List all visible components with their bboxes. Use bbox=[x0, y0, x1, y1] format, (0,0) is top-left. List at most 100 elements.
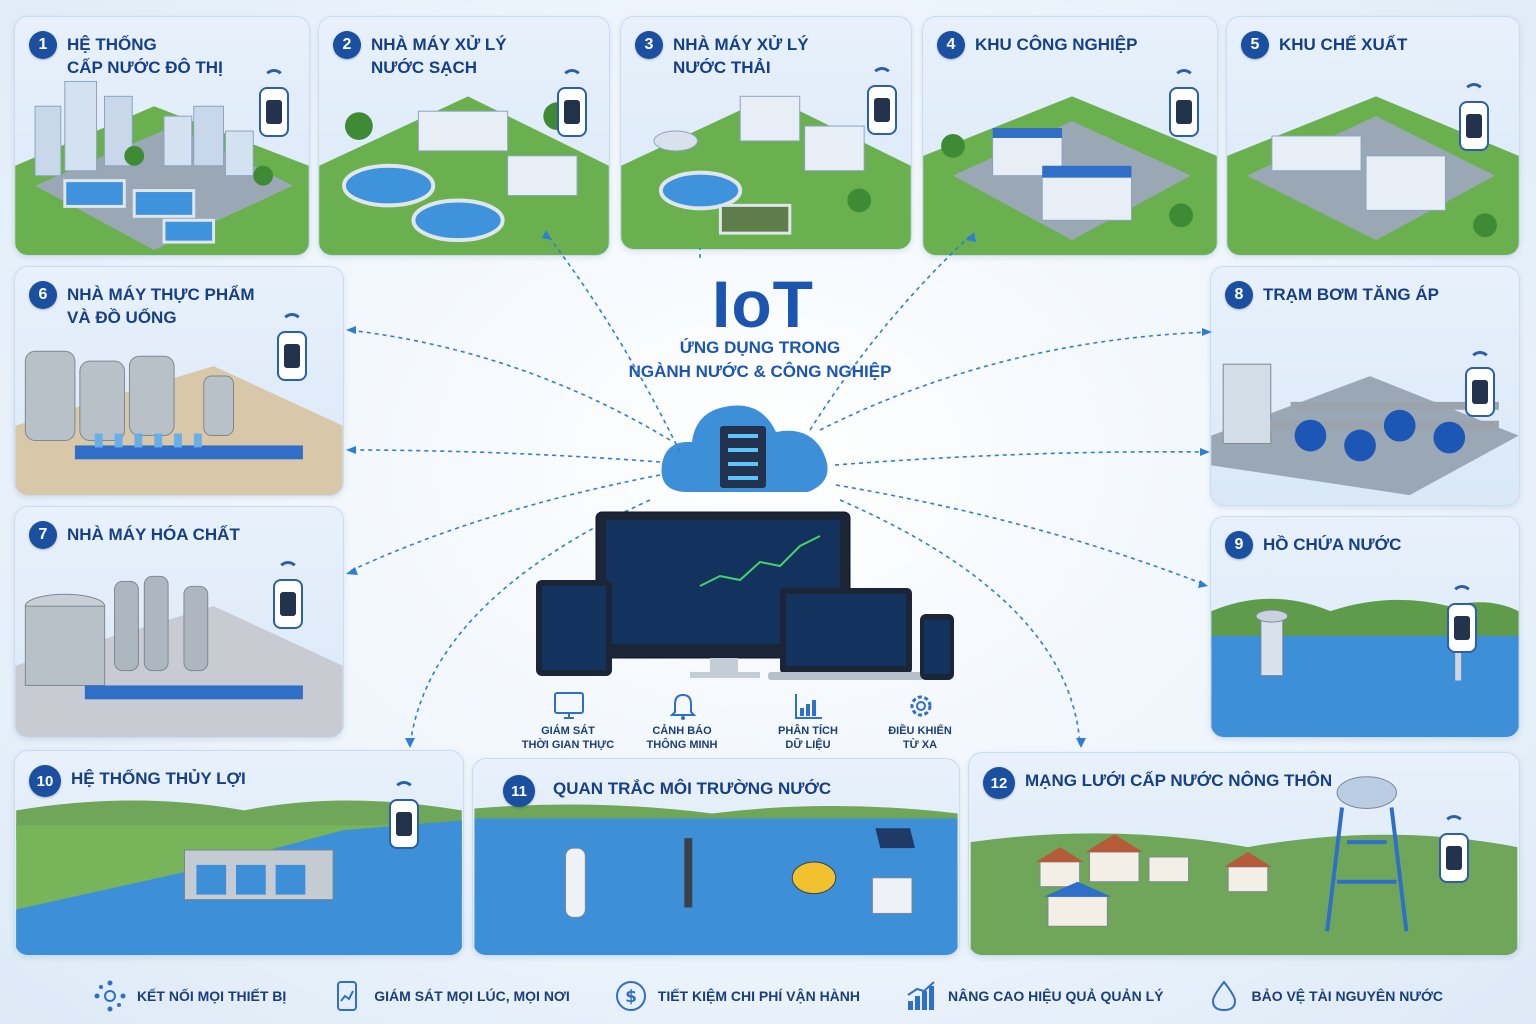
panel-title: TRẠM BƠM TĂNG ÁP bbox=[1263, 285, 1439, 304]
panel-reservoir[interactable]: 9 HỒ CHỨA NƯỚC bbox=[1210, 516, 1520, 738]
rural-network-scene bbox=[970, 776, 1518, 955]
wifi-icon bbox=[1469, 351, 1491, 365]
iot-sensor-icon bbox=[389, 799, 419, 849]
chemical-plant-scene bbox=[15, 575, 343, 737]
growth-chart-icon bbox=[907, 981, 935, 1010]
iot-sensor-icon bbox=[1447, 603, 1477, 653]
panel-water-environment-monitoring[interactable]: 11 QUAN TRẮC MÔI TRƯỜNG NƯỚC bbox=[472, 758, 960, 956]
network-icon bbox=[94, 980, 126, 1012]
benefit-connect-devices: KẾT NỐI MỌI THIẾT BỊ bbox=[93, 979, 286, 1013]
panel-number: 4 bbox=[937, 31, 965, 59]
wifi-icon bbox=[1451, 585, 1473, 599]
panel-title: MẠNG LƯỚI CẤP NƯỚC NÔNG THÔN bbox=[1025, 771, 1333, 790]
iot-sensor-icon bbox=[1459, 101, 1489, 151]
panel-number: 9 bbox=[1225, 531, 1253, 559]
panel-number: 1 bbox=[29, 31, 57, 59]
panel-irrigation-system[interactable]: 10 HỆ THỐNG THỦY LỢI bbox=[14, 750, 464, 956]
svg-text:$: $ bbox=[625, 987, 637, 1007]
panel-title: QUAN TRẮC MÔI TRƯỜNG NƯỚC bbox=[553, 779, 832, 798]
panel-number: 5 bbox=[1241, 31, 1269, 59]
wifi-icon bbox=[871, 67, 893, 81]
benefit-label: NÂNG CAO HIỆU QUẢ QUẢN LÝ bbox=[948, 988, 1164, 1004]
benefit-label: BẢO VỆ TÀI NGUYÊN NƯỚC bbox=[1251, 988, 1444, 1004]
panel-number: 10 bbox=[29, 765, 61, 797]
subtitle-line1: ỨNG DỤNG TRONG bbox=[679, 338, 841, 357]
wifi-icon bbox=[263, 69, 285, 83]
wifi-icon bbox=[281, 313, 303, 327]
panel-number: 11 bbox=[503, 775, 535, 807]
chart-icon bbox=[795, 694, 822, 719]
iot-sensor-icon bbox=[557, 87, 587, 137]
iot-sensor-icon bbox=[1439, 833, 1469, 883]
panel-number: 12 bbox=[983, 767, 1015, 799]
clean-water-plant-scene bbox=[319, 96, 609, 255]
wifi-icon bbox=[1443, 815, 1465, 829]
panel-title: HỆ THỐNG THỦY LỢI bbox=[71, 769, 246, 788]
panel-number: 7 bbox=[29, 521, 57, 549]
wifi-icon bbox=[561, 69, 583, 83]
benefit-label: TIẾT KIỆM CHI PHÍ VẬN HÀNH bbox=[657, 988, 861, 1004]
wifi-icon bbox=[393, 781, 415, 795]
panel-chemical-plant[interactable]: 7 NHÀ MÁY HÓA CHẤT bbox=[14, 506, 344, 738]
benefit-save-costs: $ TIẾT KIỆM CHI PHÍ VẬN HÀNH bbox=[614, 979, 860, 1013]
panel-export-processing-zone[interactable]: 5 KHU CHẾ XUẤT bbox=[1226, 16, 1520, 256]
water-drop-icon bbox=[1212, 980, 1237, 1012]
cloud-server-icon bbox=[661, 405, 828, 492]
panel-number: 6 bbox=[29, 281, 57, 309]
bell-icon bbox=[669, 693, 697, 720]
panel-booster-pump-station[interactable]: 8 TRẠM BƠM TĂNG ÁP bbox=[1210, 266, 1520, 506]
iot-sensor-icon bbox=[259, 87, 289, 137]
subtitle-line2: NGÀNH NƯỚC & CÔNG NGHIỆP bbox=[628, 362, 892, 381]
pump-station-scene bbox=[1211, 363, 1519, 496]
panel-title: KHU CHẾ XUẤT bbox=[1279, 35, 1408, 54]
panel-title: HỒ CHỨA NƯỚC bbox=[1263, 535, 1402, 554]
wifi-icon bbox=[1173, 69, 1195, 83]
panel-title: KHU CÔNG NGHIỆP bbox=[975, 35, 1138, 54]
industrial-zone-scene bbox=[923, 96, 1217, 255]
urban-water-scene bbox=[15, 80, 309, 255]
benefit-management-efficiency: NÂNG CAO HIỆU QUẢ QUẢN LÝ bbox=[904, 979, 1163, 1013]
gear-icon bbox=[910, 695, 932, 717]
iot-sensor-icon bbox=[277, 331, 307, 381]
panel-rural-water-network[interactable]: 12 MẠNG LƯỚI CẤP NƯỚC NÔNG THÔN bbox=[968, 752, 1520, 956]
iot-sensor-icon bbox=[273, 579, 303, 629]
benefits-bar: KẾT NỐI MỌI THIẾT BỊ GIÁM SÁT MỌI LÚC, M… bbox=[0, 968, 1536, 1024]
water-monitoring-scene bbox=[474, 804, 958, 955]
monitor-icon bbox=[554, 692, 584, 719]
mobile-chart-icon bbox=[337, 981, 358, 1011]
export-zone-scene bbox=[1227, 96, 1519, 255]
wifi-icon bbox=[1463, 83, 1485, 97]
iot-sensor-icon bbox=[1465, 367, 1495, 417]
panel-number: 2 bbox=[333, 31, 361, 59]
irrigation-scene bbox=[16, 800, 462, 955]
benefit-label: GIÁM SÁT MỌI LÚC, MỌI NƠI bbox=[374, 988, 570, 1004]
wastewater-plant-scene bbox=[621, 95, 911, 249]
benefit-monitor-anywhere: GIÁM SÁT MỌI LÚC, MỌI NƠI bbox=[330, 979, 570, 1013]
devices-group bbox=[536, 511, 954, 680]
iot-title: IoT bbox=[712, 267, 814, 341]
wifi-icon bbox=[277, 561, 299, 575]
iot-sensor-icon bbox=[1169, 87, 1199, 137]
benefit-protect-water: BẢO VỆ TÀI NGUYÊN NƯỚC bbox=[1207, 979, 1443, 1013]
iot-sensor-icon bbox=[867, 85, 897, 135]
benefit-label: KẾT NỐI MỌI THIẾT BỊ bbox=[136, 988, 287, 1004]
panel-number: 8 bbox=[1225, 281, 1253, 309]
food-beverage-scene bbox=[15, 350, 343, 495]
dollar-icon: $ bbox=[615, 981, 646, 1011]
panel-industrial-zone[interactable]: 4 KHU CÔNG NGHIỆP bbox=[922, 16, 1218, 256]
panel-title: NHÀ MÁY HÓA CHẤT bbox=[67, 525, 240, 544]
panel-number: 3 bbox=[635, 31, 663, 59]
